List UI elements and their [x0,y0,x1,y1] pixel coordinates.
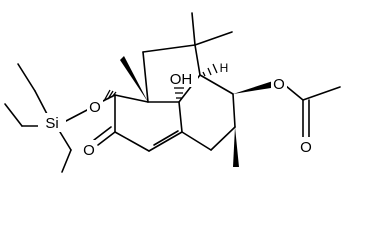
chemical-structure: Si O OH H O O O [4,12,341,173]
hash-c4-h-2 [207,67,212,76]
bond-c13-c4 [194,44,201,76]
atom-label-si: Si [45,115,58,132]
bond-c10-ketone-o [97,131,116,146]
hashed-bonds [103,63,218,102]
bond-c2-c12 [142,51,149,103]
bond-c4-c5 [199,74,234,95]
bond-c12-c13 [142,44,196,53]
bond-acetyl-methyl [302,86,341,101]
hash-c1-o-1 [111,91,117,98]
bond-c1-c2 [114,94,149,103]
bond-c10-ketone-o-double [93,126,112,141]
bond-c6-c7 [210,126,236,151]
hash-c4-h-3 [212,63,218,74]
bond-si-o [65,108,90,122]
bond-ethyl3-ch2-ch3 [61,149,72,173]
bond-c10-c9 [114,131,150,152]
bond-c9-c8-double [153,130,179,146]
atom-labels: Si O OH H O O O [38,61,314,159]
atom-label-o-acetate-ester: O [273,76,285,93]
hash-c4-h-1 [202,71,206,77]
wedge-c2-methyl [120,56,148,102]
bond-c7-c8 [181,131,212,151]
bond-c13-methyl-a [191,12,196,46]
bond-c8-c3 [178,101,183,133]
wedge-bonds [120,56,273,167]
atom-label-oh: OH [170,71,193,88]
double-bonds [93,99,310,152]
hash-c1-o-2 [107,90,114,100]
wedge-c5-oac [233,81,273,94]
atom-label-o-acetate-carbonyl: O [300,139,312,156]
single-bonds [4,12,341,173]
bond-si-ethyl3-ch2 [59,131,72,151]
hash-c1-o-3 [103,89,111,102]
atom-label-o-ketone: O [83,142,95,159]
bond-c13-methyl-b [194,31,233,46]
bond-ethyl2-ch3-ch2 [4,103,23,127]
bond-ethyl1-ch2-si [34,90,48,115]
bond-ester-o-carbonyl-c [285,85,304,101]
wedge-c6-methyl [233,127,239,167]
atom-label-o-silyl-ether: O [89,99,101,116]
atom-label-h: H [220,61,229,75]
bond-c5-c6 [232,93,236,128]
bond-ethyl1-ch2-ch3 [17,63,36,92]
bond-c9-c8 [148,131,183,152]
